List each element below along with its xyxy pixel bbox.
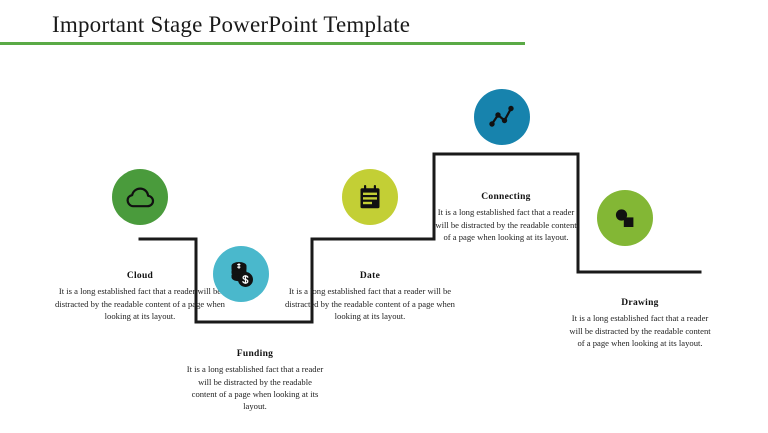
stage-title-funding: Funding bbox=[236, 349, 274, 359]
stage-icon-cloud[interactable] bbox=[112, 169, 168, 225]
stage-body-connecting: It is a long established fact that a rea… bbox=[435, 207, 577, 242]
stage-icon-date[interactable] bbox=[342, 169, 398, 225]
money-stack-icon bbox=[231, 262, 253, 287]
stage-title-cloud: Cloud bbox=[126, 271, 154, 281]
stage-body-date: It is a long established fact that a rea… bbox=[285, 286, 455, 321]
line-chart-nodes-icon bbox=[489, 105, 514, 127]
circle-square-shapes-icon bbox=[615, 209, 634, 227]
stage-text-date: Date It is a long established fact that … bbox=[282, 271, 458, 322]
stage-text-cloud: Cloud It is a long established fact that… bbox=[52, 271, 228, 322]
stage-icon-funding[interactable] bbox=[213, 246, 269, 302]
stage-icon-drawing[interactable] bbox=[597, 190, 653, 246]
calendar-icon bbox=[360, 185, 380, 209]
stage-body-funding: It is a long established fact that a rea… bbox=[186, 364, 324, 411]
stage-title-date: Date bbox=[359, 271, 381, 281]
stage-text-funding: Funding It is a long established fact th… bbox=[185, 349, 325, 412]
title-underline-rule bbox=[0, 42, 525, 45]
stage-title-drawing: Drawing bbox=[621, 298, 659, 308]
stage-body-cloud: It is a long established fact that a rea… bbox=[55, 286, 225, 321]
stage-text-connecting: Connecting It is a long established fact… bbox=[434, 192, 578, 243]
stage-text-drawing: Drawing It is a long established fact th… bbox=[565, 298, 715, 349]
stage-icon-connecting[interactable] bbox=[474, 89, 530, 145]
stage-title-connecting: Connecting bbox=[481, 192, 531, 202]
page-title: Important Stage PowerPoint Template bbox=[52, 12, 411, 37]
cloud-icon bbox=[126, 187, 155, 208]
stage-body-drawing: It is a long established fact that a rea… bbox=[569, 313, 711, 348]
